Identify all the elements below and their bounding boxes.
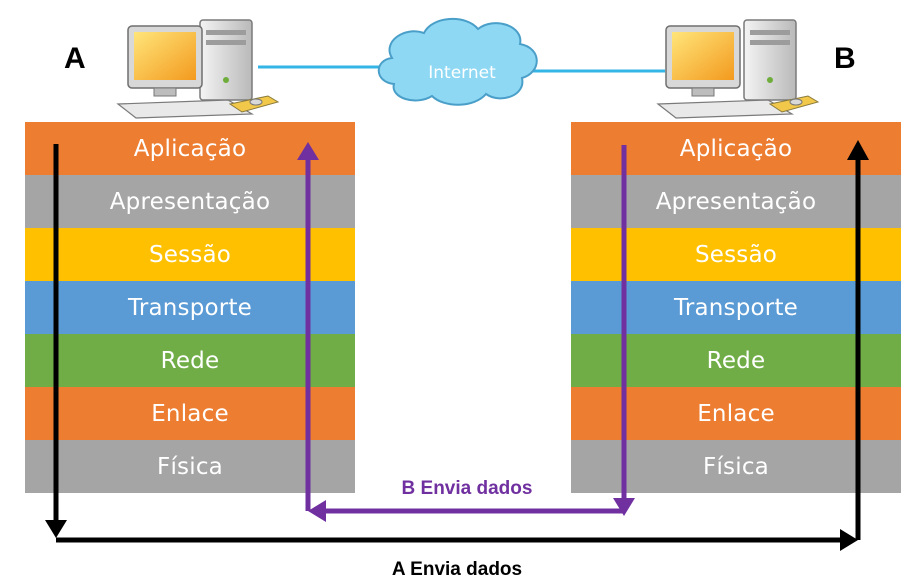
flow-a-to-b-arrow bbox=[45, 140, 869, 551]
flow-a-label: A Envia dados bbox=[392, 559, 522, 580]
flow-b-to-a-arrow bbox=[297, 142, 635, 522]
layer-a-3: Transporte bbox=[25, 281, 355, 334]
layer-a-2: Sessão bbox=[25, 228, 355, 281]
host-b-label: B bbox=[834, 42, 856, 75]
internet-cloud-icon: Internet bbox=[377, 17, 538, 106]
host-a-label: A bbox=[64, 42, 86, 75]
layer-a-5: Enlace bbox=[25, 387, 355, 440]
computer-a-icon bbox=[116, 19, 280, 119]
layer-a-4: Rede bbox=[25, 334, 355, 387]
layer-a-6: Física bbox=[25, 440, 355, 493]
layer-a-0: Aplicação bbox=[25, 122, 355, 175]
internet-label: Internet bbox=[428, 63, 496, 83]
computer-b-icon bbox=[656, 19, 820, 119]
flow-b-label: B Envia dados bbox=[402, 478, 533, 499]
layer-a-1: Apresentação bbox=[25, 175, 355, 228]
